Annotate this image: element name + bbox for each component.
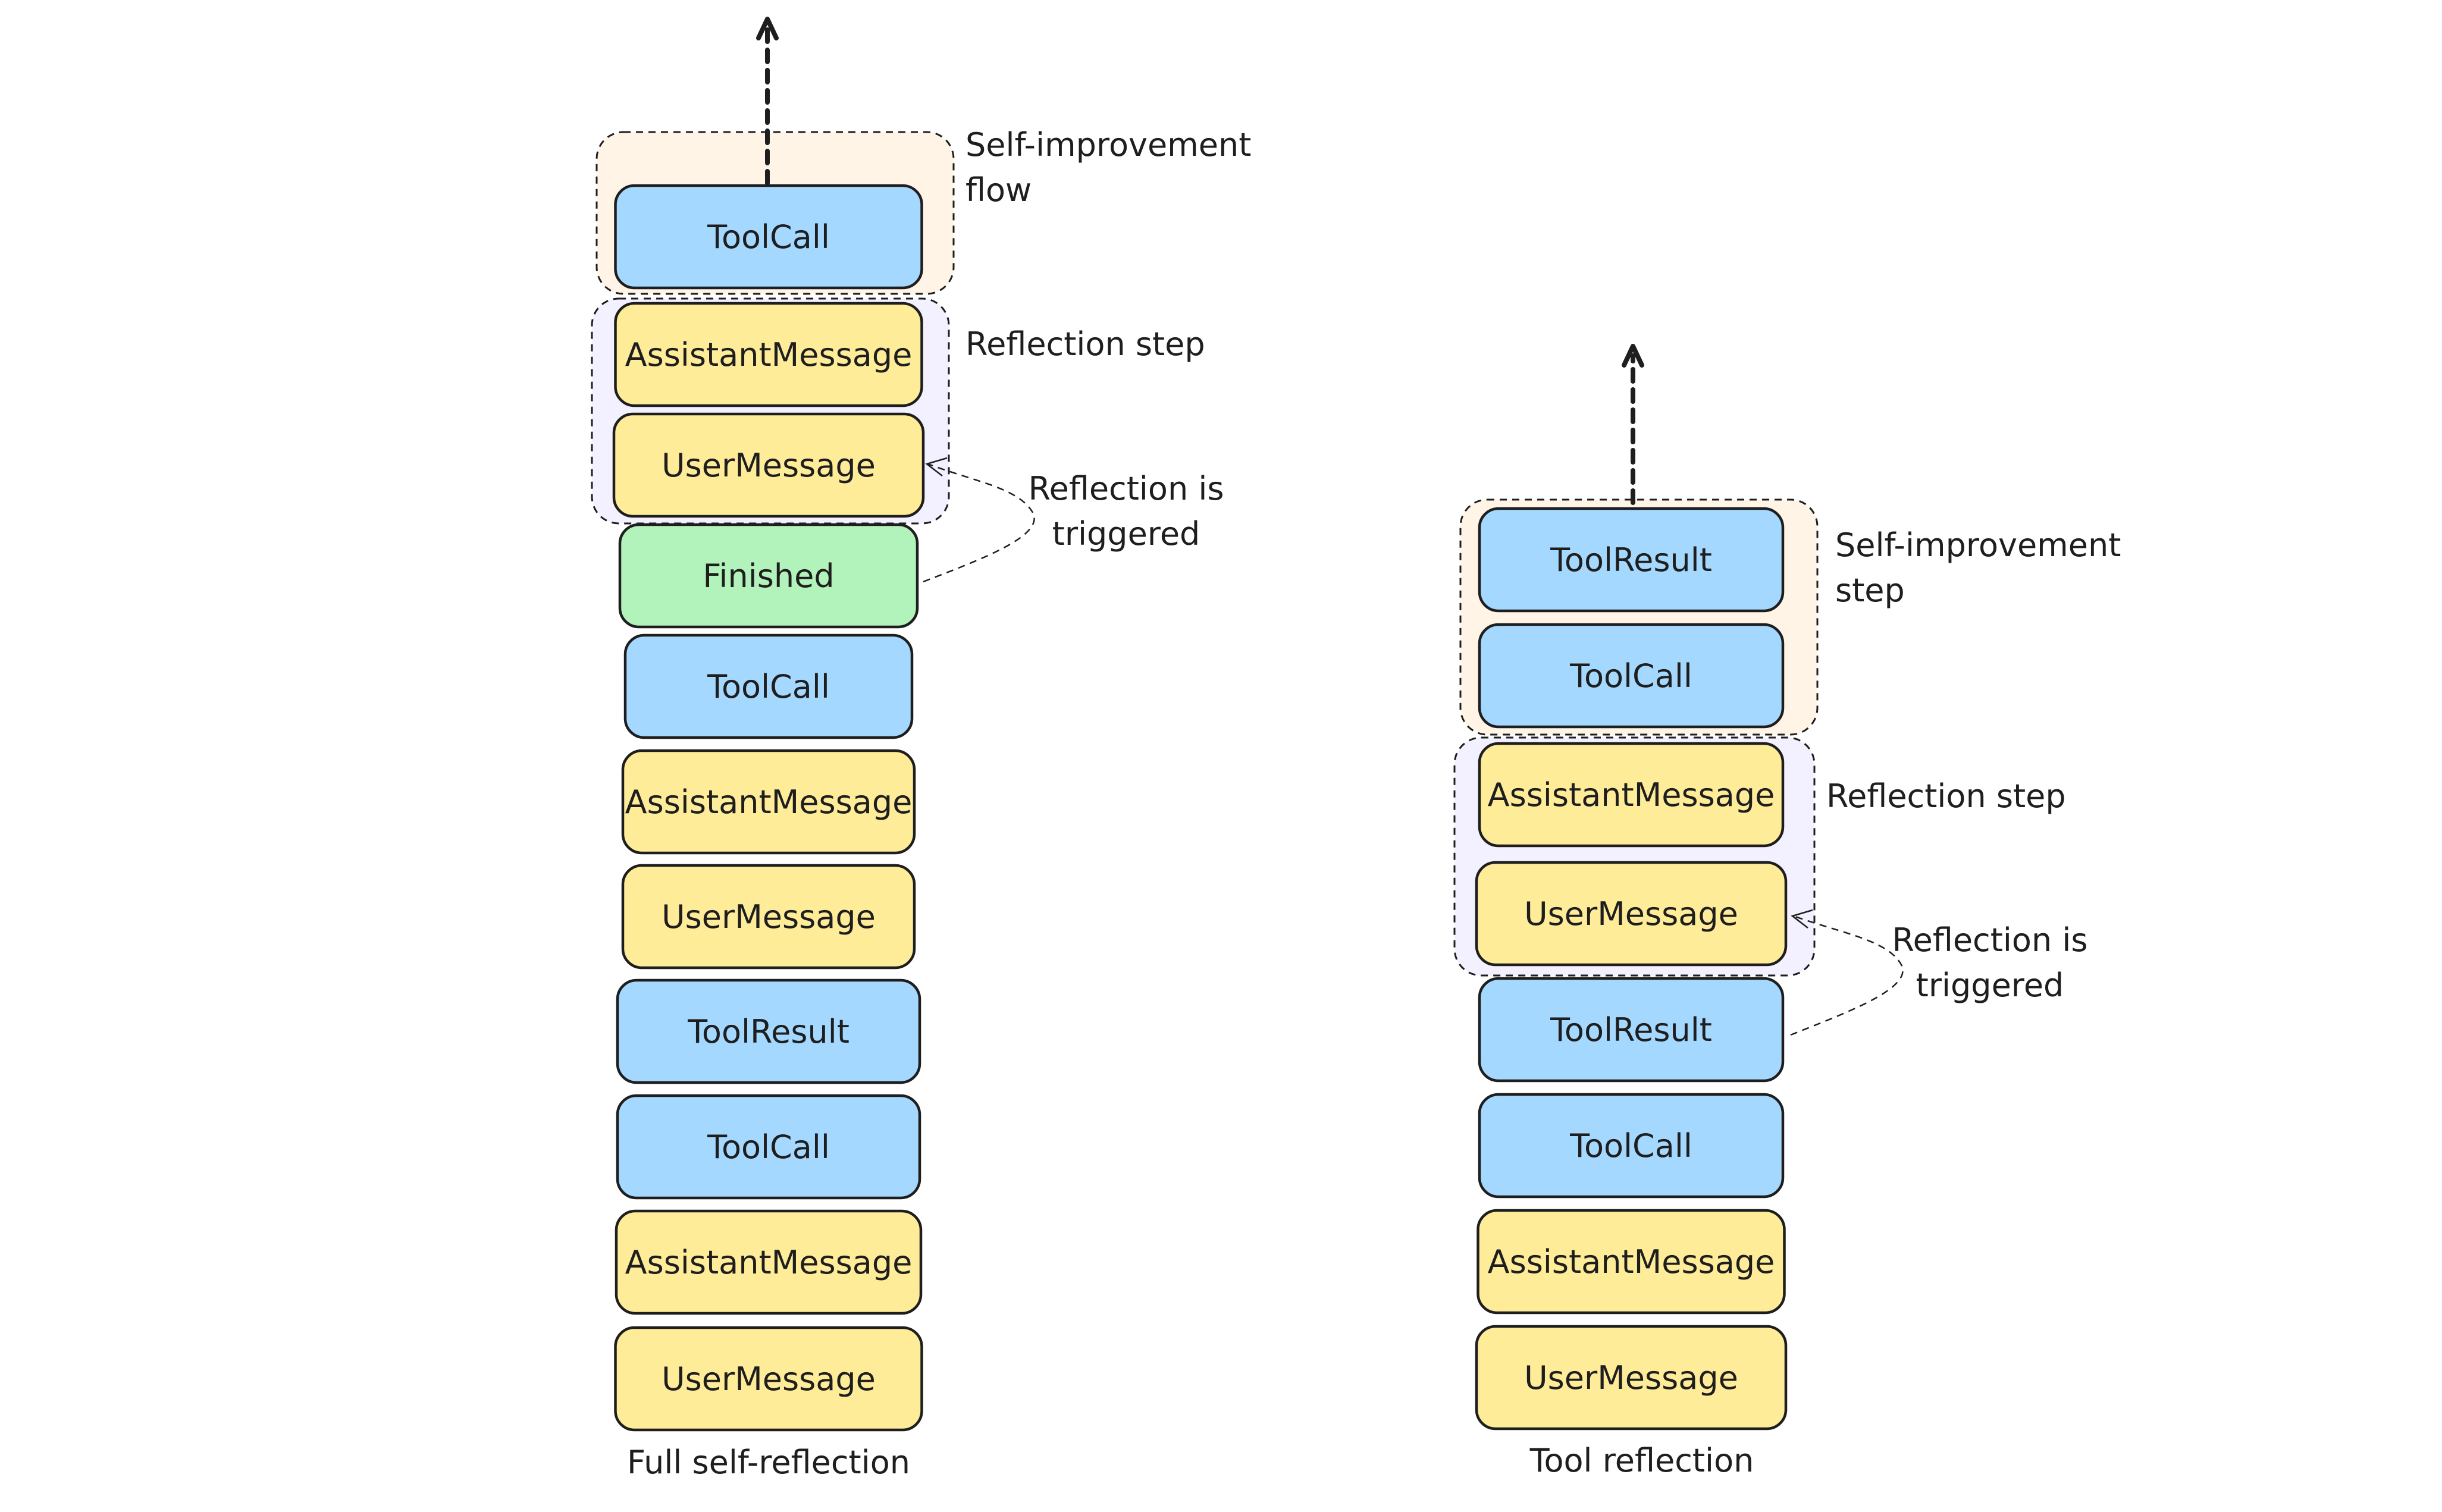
- block-label: UserMessage: [1524, 895, 1738, 933]
- block-box: [1475, 1325, 1788, 1431]
- left-block-toolcall-9: ToolCall: [616, 1094, 921, 1200]
- block-label: AssistantMessage: [1488, 776, 1775, 814]
- right-trigger-label-2: triggered: [1916, 967, 2064, 1004]
- left-reflection-label: Reflection step: [965, 325, 1205, 363]
- block-box: [621, 864, 916, 970]
- right-block-usermessage-8: UserMessage: [1475, 1325, 1788, 1431]
- right-block-assistantmessage-7: AssistantMessage: [1477, 1209, 1786, 1315]
- right-caption: Tool reflection: [1529, 1442, 1754, 1479]
- right-trigger-connector: [1790, 915, 1904, 1036]
- right-block-usermessage-4: UserMessage: [1475, 861, 1788, 967]
- block-box: [616, 978, 921, 1084]
- block-label: UserMessage: [1524, 1359, 1738, 1397]
- block-box: [623, 633, 914, 739]
- block-label: UserMessage: [662, 898, 876, 936]
- block-box: [614, 184, 923, 290]
- block-box: [1478, 742, 1785, 848]
- block-label: ToolCall: [1569, 1127, 1692, 1165]
- right-upward-arrow: [1622, 344, 1644, 505]
- left-block-usermessage-3: UserMessage: [612, 412, 925, 518]
- left-block-usermessage-7: UserMessage: [621, 864, 916, 970]
- left-block-assistantmessage-10: AssistantMessage: [615, 1209, 923, 1315]
- block-label: AssistantMessage: [625, 336, 913, 374]
- block-label: UserMessage: [662, 447, 876, 484]
- block-label: UserMessage: [662, 1360, 876, 1398]
- left-improvement-label-2: flow: [965, 171, 1032, 209]
- block-box: [615, 1209, 923, 1315]
- left-upward-arrow: [756, 17, 779, 186]
- block-box: [1478, 507, 1785, 613]
- block-label: AssistantMessage: [625, 1244, 913, 1281]
- right-block-toolresult-1: ToolResult: [1478, 507, 1785, 613]
- left-caption: Full self-reflection: [627, 1444, 910, 1481]
- block-label: ToolCall: [707, 668, 830, 705]
- block-box: [614, 1326, 923, 1432]
- block-box: [614, 302, 923, 407]
- right-improvement-label-2: step: [1835, 572, 1905, 609]
- block-box: [618, 523, 919, 629]
- block-label: ToolCall: [1569, 657, 1692, 695]
- left-block-usermessage-11: UserMessage: [614, 1326, 923, 1432]
- block-box: [1478, 1093, 1785, 1199]
- block-label: AssistantMessage: [625, 783, 913, 821]
- right-block-assistantmessage-3: AssistantMessage: [1478, 742, 1785, 848]
- left-block-assistantmessage-2: AssistantMessage: [614, 302, 923, 407]
- block-box: [612, 412, 925, 518]
- right-trigger-label: Reflection is: [1892, 921, 2088, 959]
- block-label: ToolCall: [707, 1128, 830, 1166]
- right-block-toolcall-2: ToolCall: [1478, 623, 1785, 729]
- left-trigger-label-2: triggered: [1052, 515, 1200, 553]
- left-block-assistantmessage-6: AssistantMessage: [621, 749, 916, 855]
- left-improvement-label: Self-improvement: [965, 126, 1251, 164]
- block-label: ToolResult: [687, 1013, 849, 1050]
- right-improvement-label: Self-improvement: [1835, 526, 2121, 564]
- left-block-toolresult-8: ToolResult: [616, 978, 921, 1084]
- block-label: AssistantMessage: [1488, 1243, 1775, 1281]
- left-trigger-connector: [923, 463, 1035, 583]
- left-block-toolcall-1: ToolCall: [614, 184, 923, 290]
- left-block-toolcall-5: ToolCall: [623, 633, 914, 739]
- right-block-toolresult-5: ToolResult: [1478, 977, 1785, 1083]
- block-label: ToolResult: [1550, 1011, 1712, 1049]
- right-block-toolcall-6: ToolCall: [1478, 1093, 1785, 1199]
- block-label: Finished: [703, 557, 834, 595]
- left-diagram: ToolCallAssistantMessageUserMessageFinis…: [591, 17, 1251, 1481]
- left-trigger-arrowhead: [925, 457, 948, 476]
- block-box: [1475, 861, 1788, 967]
- right-reflection-label: Reflection step: [1826, 777, 2066, 815]
- left-trigger-label: Reflection is: [1029, 470, 1224, 507]
- block-label: ToolResult: [1550, 541, 1712, 579]
- block-box: [1478, 623, 1785, 729]
- left-block-finished-4: Finished: [618, 523, 919, 629]
- block-label: ToolCall: [707, 218, 830, 256]
- block-box: [1477, 1209, 1786, 1315]
- block-box: [621, 749, 916, 855]
- block-box: [616, 1094, 921, 1200]
- block-box: [1478, 977, 1785, 1083]
- right-trigger-arrowhead: [1791, 909, 1813, 928]
- right-diagram: ToolResultToolCallAssistantMessageUserMe…: [1453, 344, 2121, 1479]
